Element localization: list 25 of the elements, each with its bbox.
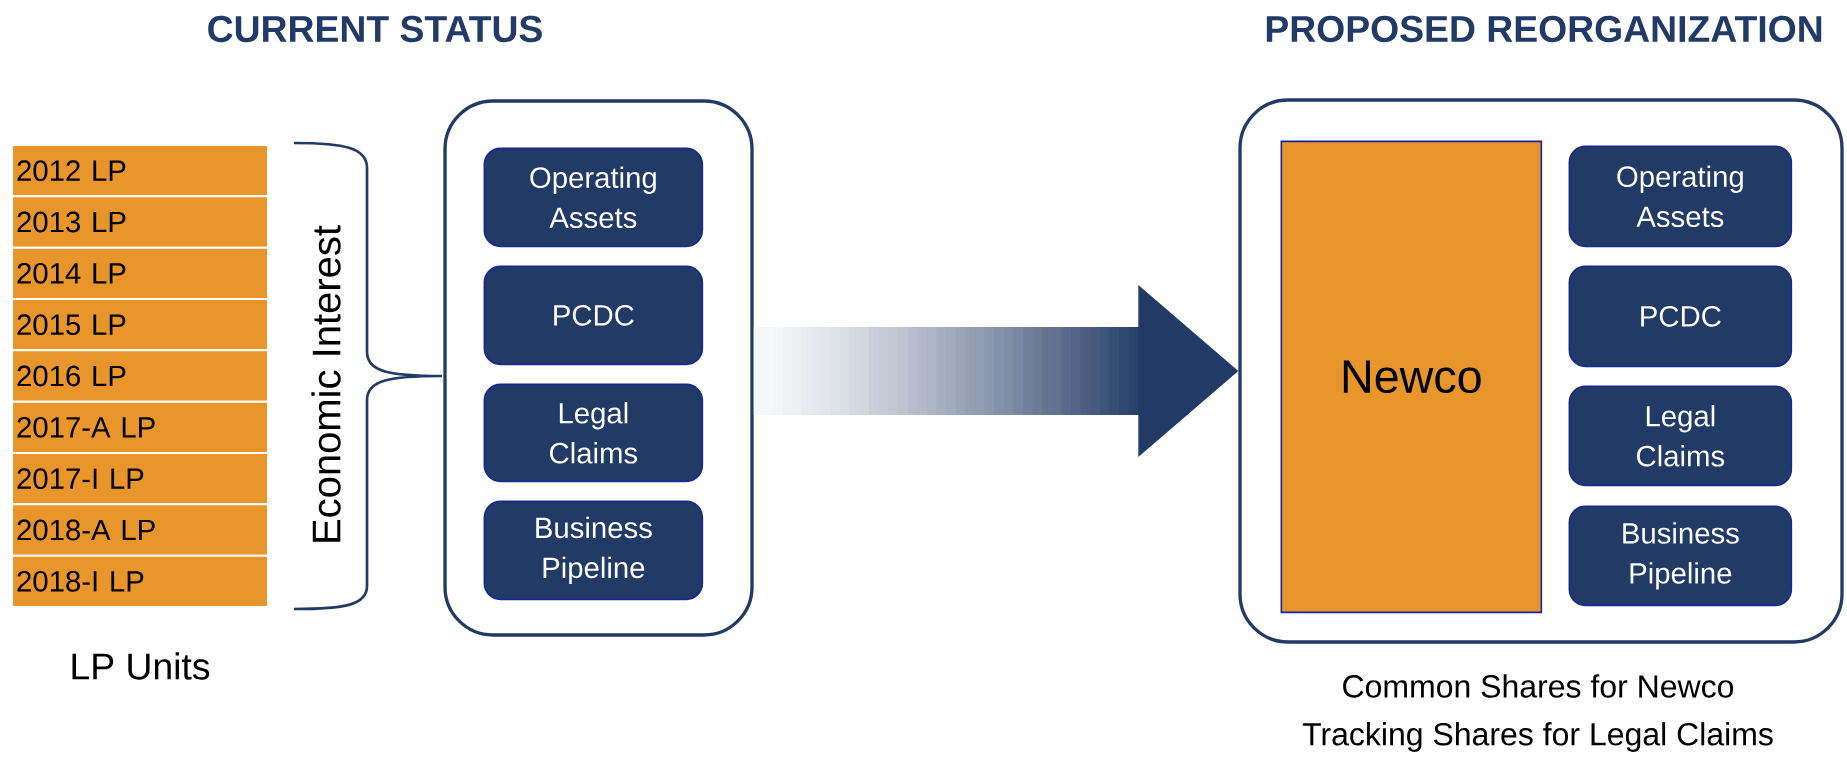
unit-row: 2016 LP: [11, 349, 269, 403]
unit-row: 2014 LP: [11, 246, 269, 300]
node-label: Tracking Shares for Legal Claims: [1302, 722, 1773, 752]
unit-row: 2013 LP: [11, 195, 269, 249]
brace-label: Economic Interest: [311, 225, 341, 542]
asset-box: Operating Assets: [1568, 145, 1793, 248]
asset-box: Legal Claims: [483, 383, 704, 483]
unit-row: 2012 LP: [11, 144, 269, 198]
asset-box: PCDC: [483, 265, 704, 366]
asset-box: Business Pipeline: [483, 500, 704, 601]
unit-row: 2017-I LP: [11, 452, 269, 506]
unit-row: 2015 LP: [11, 298, 269, 352]
unit-row: 2018-I LP: [11, 554, 269, 608]
entity-box: Newco: [1280, 140, 1543, 614]
unit-row: 2018-A LP: [11, 503, 269, 557]
asset-box: Business Pipeline: [1568, 505, 1793, 607]
section-title: PROPOSED REORGANIZATION: [1266, 15, 1822, 43]
asset-box: Legal Claims: [1568, 385, 1793, 487]
section-title: CURRENT STATUS: [208, 15, 542, 43]
caption: LP Units: [72, 652, 210, 680]
block-arrow: [753, 285, 1239, 457]
asset-box: Operating Assets: [483, 147, 704, 248]
asset-box: PCDC: [1568, 265, 1793, 368]
unit-row: 2017-A LP: [11, 400, 269, 454]
node-label: Common Shares for Newco: [1343, 674, 1734, 698]
